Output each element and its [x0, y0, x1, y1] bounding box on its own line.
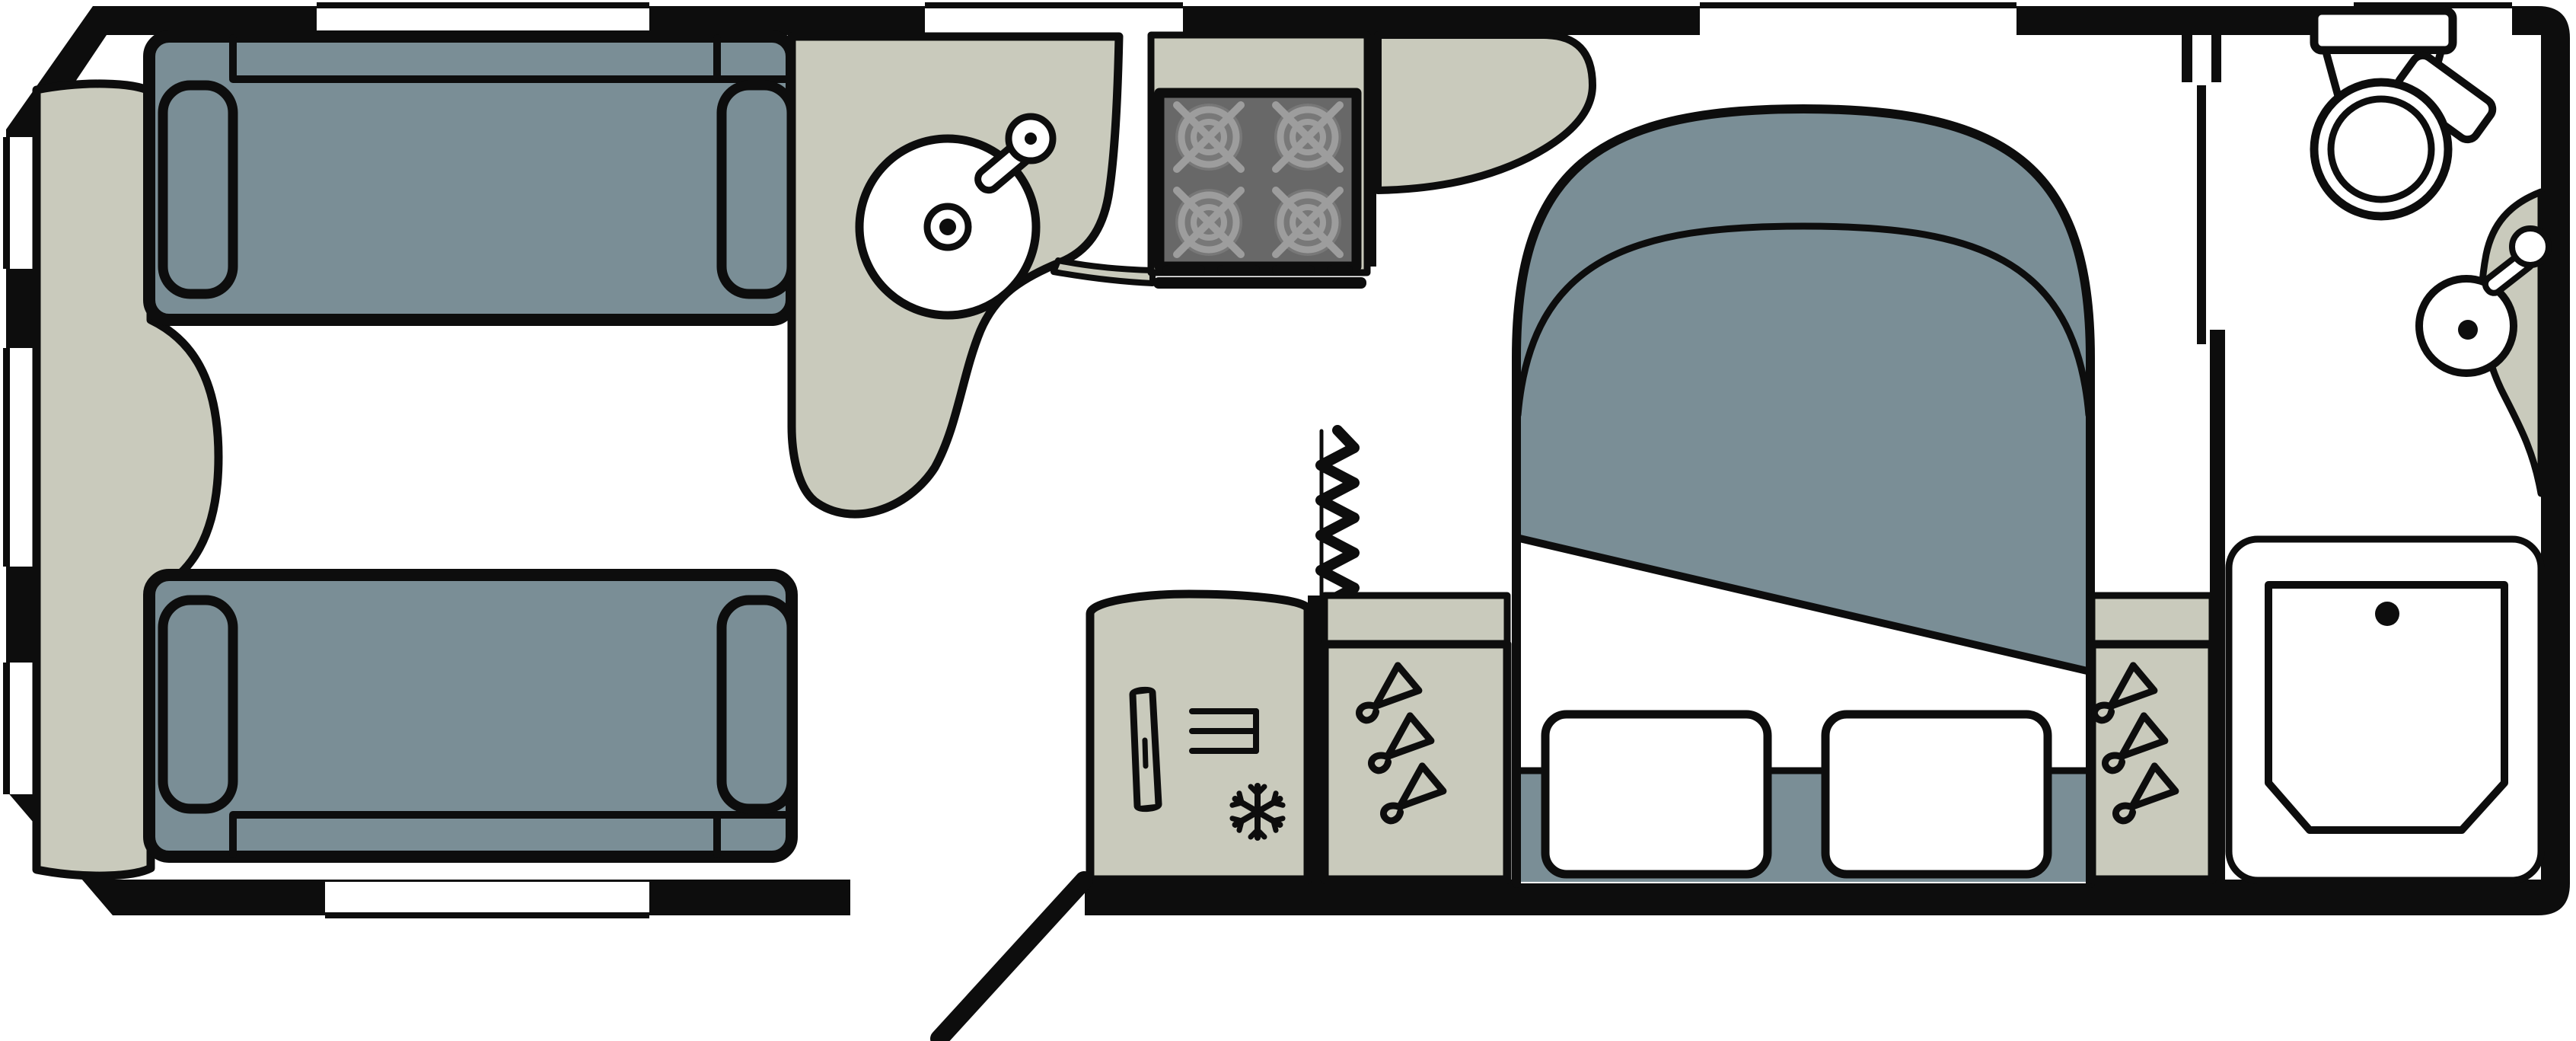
sink-tap-icon — [974, 113, 1057, 194]
kitchen-worktop-tail — [1050, 257, 1156, 286]
toilet — [2310, 6, 2497, 221]
window-front-middle — [3, 348, 35, 567]
front-chest — [32, 79, 223, 880]
sofa-bottom — [143, 569, 798, 863]
entrance-door — [930, 871, 1093, 1041]
window-top-bedroom — [1700, 2, 2016, 35]
wardrobe-left — [1320, 592, 1512, 884]
island-bed — [1512, 104, 2095, 888]
kitchen-partition-wall — [1364, 35, 1376, 267]
washroom-door — [2182, 35, 2221, 344]
window-bottom-lounge — [325, 882, 649, 918]
hob — [1154, 88, 1362, 272]
wardrobe-right — [2086, 592, 2217, 884]
fridge-cabinet — [1086, 589, 1312, 884]
window-top-kitchen — [925, 2, 1183, 35]
shower-drain — [2375, 602, 2399, 626]
pillow-left — [1541, 710, 1772, 879]
sofa-top — [143, 30, 798, 326]
basin-tap-icon — [2482, 225, 2552, 296]
window-front-lower — [3, 663, 35, 794]
window-front-upper — [3, 137, 35, 269]
window-top-lounge — [317, 2, 649, 35]
corner-cabinet — [1374, 31, 1596, 194]
pillow-right — [1821, 710, 2052, 879]
basin — [2415, 225, 2552, 377]
fridge-icon — [1129, 686, 1283, 838]
shower — [2225, 535, 2545, 884]
washroom-partition-wall — [2210, 330, 2225, 880]
grill-front — [1153, 265, 1366, 289]
kitchen-sink — [855, 113, 1057, 320]
shower-tray — [2265, 581, 2508, 834]
bed-outline — [1512, 104, 2095, 888]
bed-quilt-seam — [1514, 222, 2093, 419]
toilet-cistern — [2310, 6, 2457, 55]
